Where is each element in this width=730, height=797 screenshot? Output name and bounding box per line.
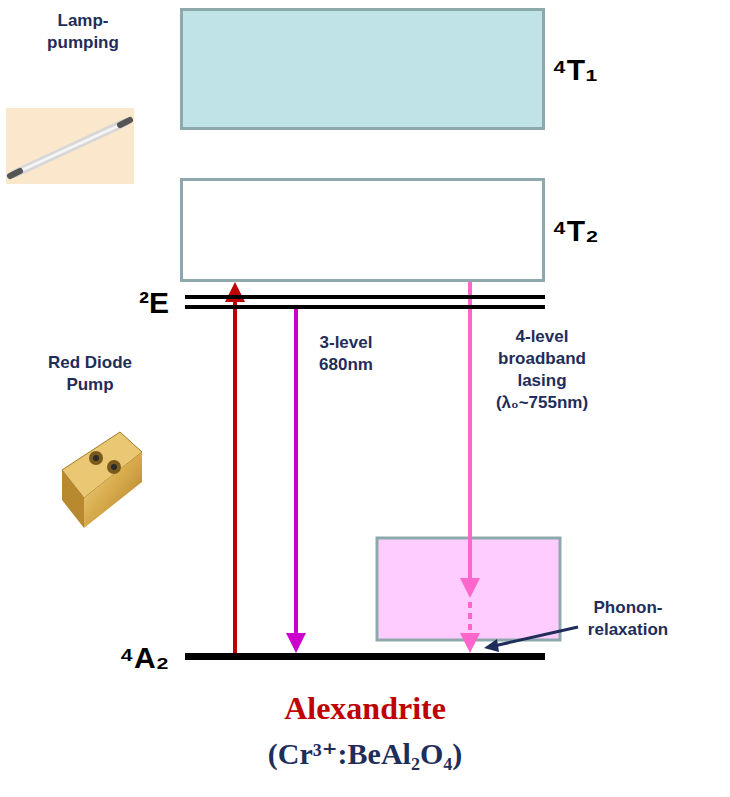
diode-screw xyxy=(107,460,121,474)
level-label: ⁴A₂ xyxy=(119,640,169,673)
arrow-head xyxy=(460,633,480,653)
diode-screw xyxy=(111,464,117,470)
diagram-caption: (Cr³⁺:BeAl₂O₄) xyxy=(0,736,730,771)
lamp-end xyxy=(120,120,130,125)
lamp-tube xyxy=(14,122,126,174)
transition-arrow xyxy=(460,282,480,653)
annotation-label: Phonon-relaxation xyxy=(580,597,676,641)
lamp-end xyxy=(10,171,20,176)
transition-label: 4-level broadband lasing (λ₀~755nm) xyxy=(478,326,606,414)
ground-level: ⁴A₂ xyxy=(185,653,545,660)
annotation-label: Red Diode Pump xyxy=(42,352,138,396)
diode-mount xyxy=(84,452,142,528)
energy-level: ²E xyxy=(185,295,545,309)
level-label: ⁴T₂ xyxy=(552,214,599,247)
transition-arrow xyxy=(225,282,245,653)
diode-screw xyxy=(89,451,103,465)
level-label: ⁴T₁ xyxy=(552,53,598,86)
arrow-head xyxy=(225,282,245,302)
transition-label: 3-level 680nm xyxy=(308,332,384,376)
lamp-tube-core xyxy=(20,125,120,171)
leader-line xyxy=(494,627,578,646)
level-label: ²E xyxy=(139,286,169,319)
lamp-background xyxy=(6,108,134,184)
transition-arrow xyxy=(286,309,306,653)
diagram-title: Alexandrite xyxy=(0,690,730,727)
relaxation-line xyxy=(468,602,472,635)
diode-mount xyxy=(62,470,84,528)
energy-band: ⁴T₁ xyxy=(180,8,545,130)
arrow-head xyxy=(286,633,306,653)
leader-head xyxy=(484,639,499,652)
annotation-label: Lamp-pumping xyxy=(38,10,128,54)
transition-line xyxy=(233,300,237,653)
transition-line xyxy=(294,309,298,635)
diode-screw xyxy=(93,455,99,461)
transition-line xyxy=(468,282,472,580)
energy-band: ⁴T₂ xyxy=(180,178,545,282)
arrow-head xyxy=(460,578,480,598)
